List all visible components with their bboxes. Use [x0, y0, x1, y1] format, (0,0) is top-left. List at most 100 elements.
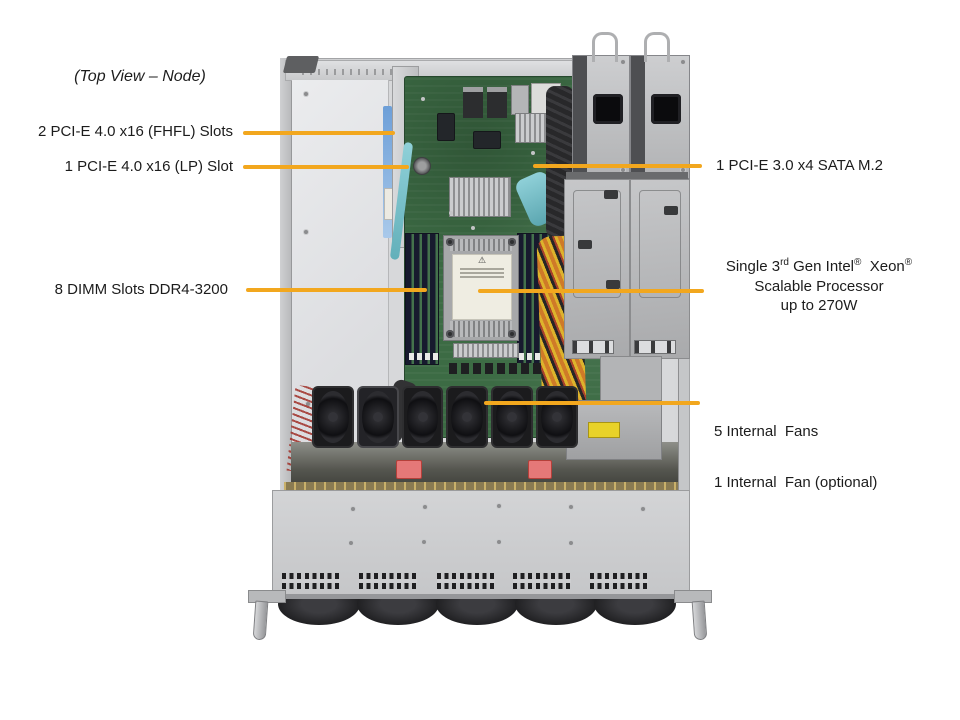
vent-cluster [590, 573, 648, 589]
capacitor [471, 226, 475, 230]
warning-label [588, 422, 620, 438]
capacitor [421, 97, 425, 101]
fan [446, 386, 489, 448]
psu-latch-strip [573, 56, 587, 178]
psu-handle [644, 32, 670, 62]
rear-latch [282, 56, 320, 73]
screw [641, 507, 645, 511]
vent-cluster [282, 573, 340, 589]
capacitor [449, 211, 453, 215]
power-distribution-box [600, 356, 662, 406]
psu-latch-strip [631, 56, 645, 178]
dimm-bank-left [405, 233, 439, 365]
screw [621, 60, 625, 64]
drive-cage-cover-1 [564, 179, 630, 359]
board-edge-connectors [431, 417, 551, 428]
drive-tray [436, 599, 518, 625]
screw [569, 541, 573, 545]
socket-screw [508, 238, 516, 246]
psu-fan-opening [593, 94, 623, 124]
cpu-heatsink-fins [450, 239, 512, 251]
label-fans-line1: 5 Internal Fans [714, 423, 819, 440]
callout-line-pcie-fhfl [243, 131, 395, 135]
board-tabs [519, 353, 549, 360]
screw [681, 168, 685, 172]
fan-optional-bay [356, 386, 399, 448]
vrm-heatsink [453, 343, 519, 358]
socket-screw [508, 330, 516, 338]
label-cpu-line2: Scalable Processor [754, 277, 884, 295]
socket-screw [446, 238, 454, 246]
screw [349, 541, 353, 545]
screw [621, 168, 625, 172]
callout-line-pcie-lp [243, 165, 409, 169]
vent-cluster [437, 573, 495, 589]
psu-cage-divider [566, 172, 688, 179]
figure-title: (Top View – Node) [74, 68, 206, 85]
drive-tray [278, 599, 360, 625]
capacitor [531, 151, 535, 155]
screw [304, 230, 308, 234]
screw [304, 92, 308, 96]
cage-cutout [606, 280, 620, 289]
fan [401, 386, 444, 448]
callout-line-cpu [478, 289, 704, 293]
label-cpu-line3: up to 270W [780, 297, 858, 314]
mounting-ear-handle-left [252, 600, 269, 641]
cage-latch [572, 340, 614, 354]
pcie-riser-slot [383, 106, 392, 238]
screw [681, 60, 685, 64]
chip [437, 113, 455, 141]
chassis-front-edge [272, 594, 688, 600]
backplane-edge [284, 482, 678, 491]
psu-handle [592, 32, 618, 62]
cage-cutout [604, 190, 618, 199]
cage-cutout [664, 206, 678, 215]
socket-screw [446, 330, 454, 338]
lan-port [463, 87, 483, 118]
chip [473, 131, 501, 149]
label-cpu: Single 3rd Gen Intel® Xeon® Scalable Pro… [710, 257, 928, 316]
psu-fan-opening [651, 94, 681, 124]
screw [422, 540, 426, 544]
front-drive-bay-panel [272, 490, 690, 599]
cmos-battery [413, 157, 431, 175]
rear-vent-ticks [302, 69, 414, 75]
chassis-right-rail [678, 176, 689, 597]
mounting-ear-handle-right [691, 600, 708, 641]
label-fans: 5 Internal Fans 1 Internal Fan (optional… [714, 389, 944, 525]
screw [351, 507, 355, 511]
label-cpu-line1: Single 3rd Gen Intel® Xeon® [725, 257, 913, 276]
power-supply-2 [630, 55, 690, 179]
callout-line-m2 [533, 164, 702, 168]
warning-triangle-icon: ⚠ [477, 255, 487, 265]
backplane-connector [528, 460, 552, 479]
sticker-text-lines [453, 268, 511, 278]
board-tabs [409, 353, 439, 360]
label-pcie-fhfl: 2 PCI-E 4.0 x16 (FHFL) Slots [37, 123, 233, 140]
drive-cage-cover-2 [630, 179, 690, 359]
usb-ports [511, 85, 529, 115]
fan [312, 386, 354, 448]
cpu-warning-sticker: ⚠ [452, 254, 512, 320]
screw [569, 505, 573, 509]
vent-cluster [359, 573, 417, 589]
callout-line-fans [484, 401, 700, 405]
vent-cluster [513, 573, 571, 589]
power-supply-1 [572, 55, 630, 179]
chipset-heatsink [449, 177, 511, 217]
header-connector-row [449, 363, 553, 374]
label-pcie-lp: 1 PCI-E 4.0 x16 (LP) Slot [64, 158, 233, 175]
drive-tray [594, 599, 676, 625]
label-dimm: 8 DIMM Slots DDR4-3200 [54, 281, 228, 298]
screw [497, 540, 501, 544]
callout-line-dimm [246, 288, 427, 292]
fan [536, 386, 578, 448]
cage-latch [634, 340, 676, 354]
fan [491, 386, 534, 448]
screw [497, 504, 501, 508]
backplane-connector [396, 460, 422, 479]
cpu-heatsink-fins [450, 321, 512, 337]
cpu-socket: ⚠ [443, 235, 519, 341]
